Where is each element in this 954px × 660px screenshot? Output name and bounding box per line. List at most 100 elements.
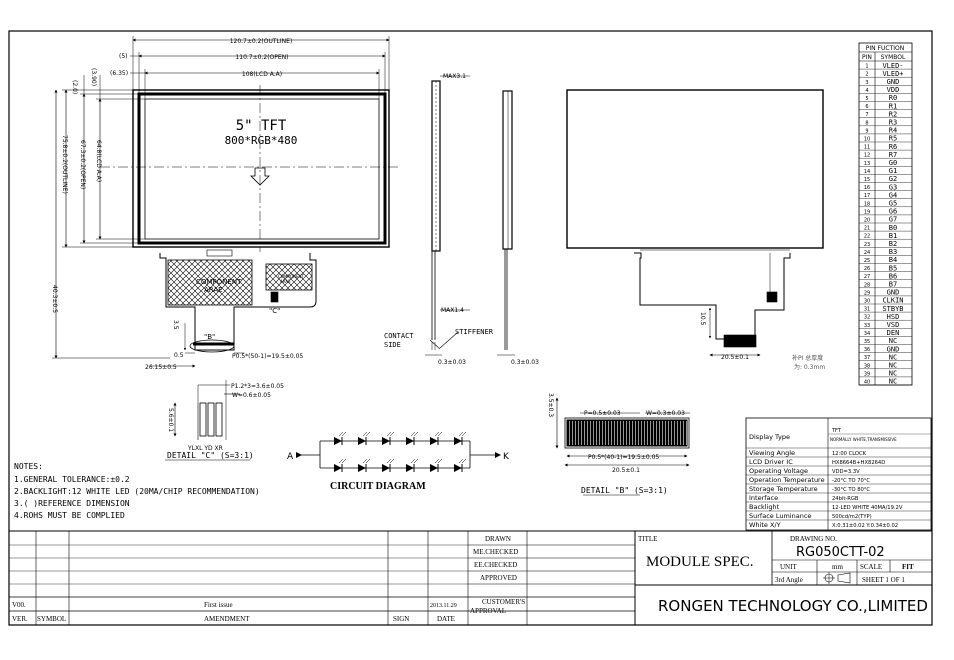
led-diode-icon: [382, 458, 395, 472]
pin-number: 19: [864, 209, 870, 215]
front-view: [52, 36, 400, 368]
pin-number: 23: [864, 242, 870, 248]
pin-symbol: R5: [889, 135, 897, 143]
detail-b-callout: [189, 339, 235, 353]
spec-value: X:0.31±0.02 Y:0.34±0.02: [832, 523, 898, 529]
pin-symbol: G3: [889, 183, 897, 191]
tb-scale-value: FIT: [902, 563, 914, 571]
pin-number: 22: [864, 234, 870, 240]
pin-number: 5: [865, 96, 868, 102]
spec-label: Display Type: [749, 433, 790, 441]
spec-value: 12-LED WHITE 40MA/19.2V: [832, 505, 903, 511]
dim-5: (5): [119, 53, 128, 60]
pin-number: 17: [864, 193, 870, 199]
pin-symbol: R6: [889, 143, 897, 151]
led-diode-icon: [334, 431, 347, 445]
tb-drawn: DRAWN: [485, 535, 511, 543]
led-diode-icon: [430, 431, 443, 445]
tb-drawing-no-label: DRAWING NO.: [790, 535, 837, 543]
pin-number: 24: [864, 250, 870, 256]
detail-b-height: 3.5±0.3: [547, 393, 554, 417]
panel-size-label: 5" TFT: [236, 118, 287, 134]
pin-symbol: G6: [889, 208, 897, 216]
tb-drawing-no: RG050CTT-02: [796, 545, 885, 560]
pin-number: 12: [864, 153, 870, 159]
pin-number: 36: [864, 347, 870, 353]
notes: NOTES: 1.GENERAL TOLERANCE:±0.2 2.BACKLI…: [14, 462, 260, 520]
component-area-small: [265, 263, 313, 291]
pin-number: 8: [865, 120, 868, 126]
tb-rev-desc: First issue: [204, 601, 233, 609]
pin-symbol: B2: [889, 240, 897, 248]
pin-symbol: R7: [889, 151, 897, 159]
tb-title-value: MODULE SPEC.: [646, 554, 754, 570]
dim-outline-width: 120.7±0.2(OUTLINE): [230, 38, 293, 45]
pin-symbol: DEN: [887, 329, 900, 337]
dim-open-height: 67.3±0.2(OPEN): [79, 140, 86, 189]
pin-number: 37: [864, 355, 870, 361]
back-note-cn: 补PI 总厚度为: 0.3mm: [792, 354, 825, 371]
pin-number: 33: [864, 323, 870, 329]
pin-symbol: G5: [889, 200, 897, 208]
pin-number: 25: [864, 258, 870, 264]
pin-number: 29: [864, 290, 870, 296]
spec-value: 500cd/m2(TYP): [832, 514, 872, 520]
pin-symbol: CLKIN: [882, 297, 903, 305]
pin-number: 38: [864, 363, 870, 369]
side-max14: MAX1.4: [441, 307, 464, 314]
pin-symbol: VSD: [887, 321, 900, 329]
side-view: [425, 75, 515, 356]
detail-b-p: P=0.5±0.03: [584, 410, 621, 417]
pin-symbol: HSD: [887, 313, 900, 321]
pin-number: 40: [864, 380, 870, 386]
tb-hdr-symbol: SYMBOL: [37, 615, 66, 623]
led-diode-icon: [334, 458, 347, 472]
circuit-diagram: [296, 431, 501, 472]
pin-header-pin: PIN: [862, 54, 872, 61]
pin-symbol: R0: [889, 94, 897, 102]
tb-unit-value: mm: [832, 563, 843, 571]
dim-35: 3.5: [172, 320, 179, 330]
spec-label: Storage Temperature: [749, 485, 818, 493]
note-3: 3.( )REFERENCE DIMENSION: [14, 499, 130, 508]
spec-value: VDD=3.3V: [832, 469, 860, 475]
tb-scale-label: SCALE: [860, 563, 882, 571]
sheet-border: [8, 30, 933, 626]
detail-b-total: 20.5±0.1: [612, 467, 640, 474]
pin-number: 2: [865, 72, 868, 78]
dim-2615: 26.15±0.5: [145, 364, 177, 371]
pin-number: 18: [864, 201, 870, 207]
note-4: 4.ROHS MUST BE COMPLIED: [14, 511, 125, 520]
pin-symbol: R4: [889, 127, 897, 135]
title-block: [9, 530, 932, 625]
pin-symbol: G0: [889, 159, 897, 167]
pin-symbol: VLED+: [882, 70, 903, 78]
pin-symbol: NC: [889, 337, 897, 345]
spec-label: Operating Voltage: [749, 467, 808, 475]
pin-number: 9: [865, 128, 868, 134]
pin-symbol: R1: [889, 102, 897, 110]
pin-symbol: NC: [889, 362, 897, 370]
detail-c-title: DETAIL "C" (S=3:1): [167, 451, 254, 460]
tb-hdr-sign: SIGN: [393, 615, 409, 623]
led-diode-icon: [430, 458, 443, 472]
pin-symbol: R2: [889, 110, 897, 118]
detail-c-width: W=0.6±0.05: [232, 392, 271, 399]
spec-value: 24bit-RGB: [832, 496, 859, 502]
spec-value: NORMALLY WHITE,TRANSMISSIVE: [830, 437, 897, 442]
pin-symbol: NC: [889, 370, 897, 378]
led-diode-icon: [406, 458, 419, 472]
active-area-rect: [144, 98, 380, 240]
spec-label: Viewing Angle: [749, 449, 795, 457]
tb-hdr-amend: AMENDMENT: [204, 615, 250, 623]
dim-open-width: 110.7±0.2(OPEN): [235, 54, 288, 61]
tb-eechecked: EE.CHECKED: [474, 561, 517, 569]
down-arrow-icon: [250, 167, 270, 186]
pin-symbol: G7: [889, 216, 897, 224]
